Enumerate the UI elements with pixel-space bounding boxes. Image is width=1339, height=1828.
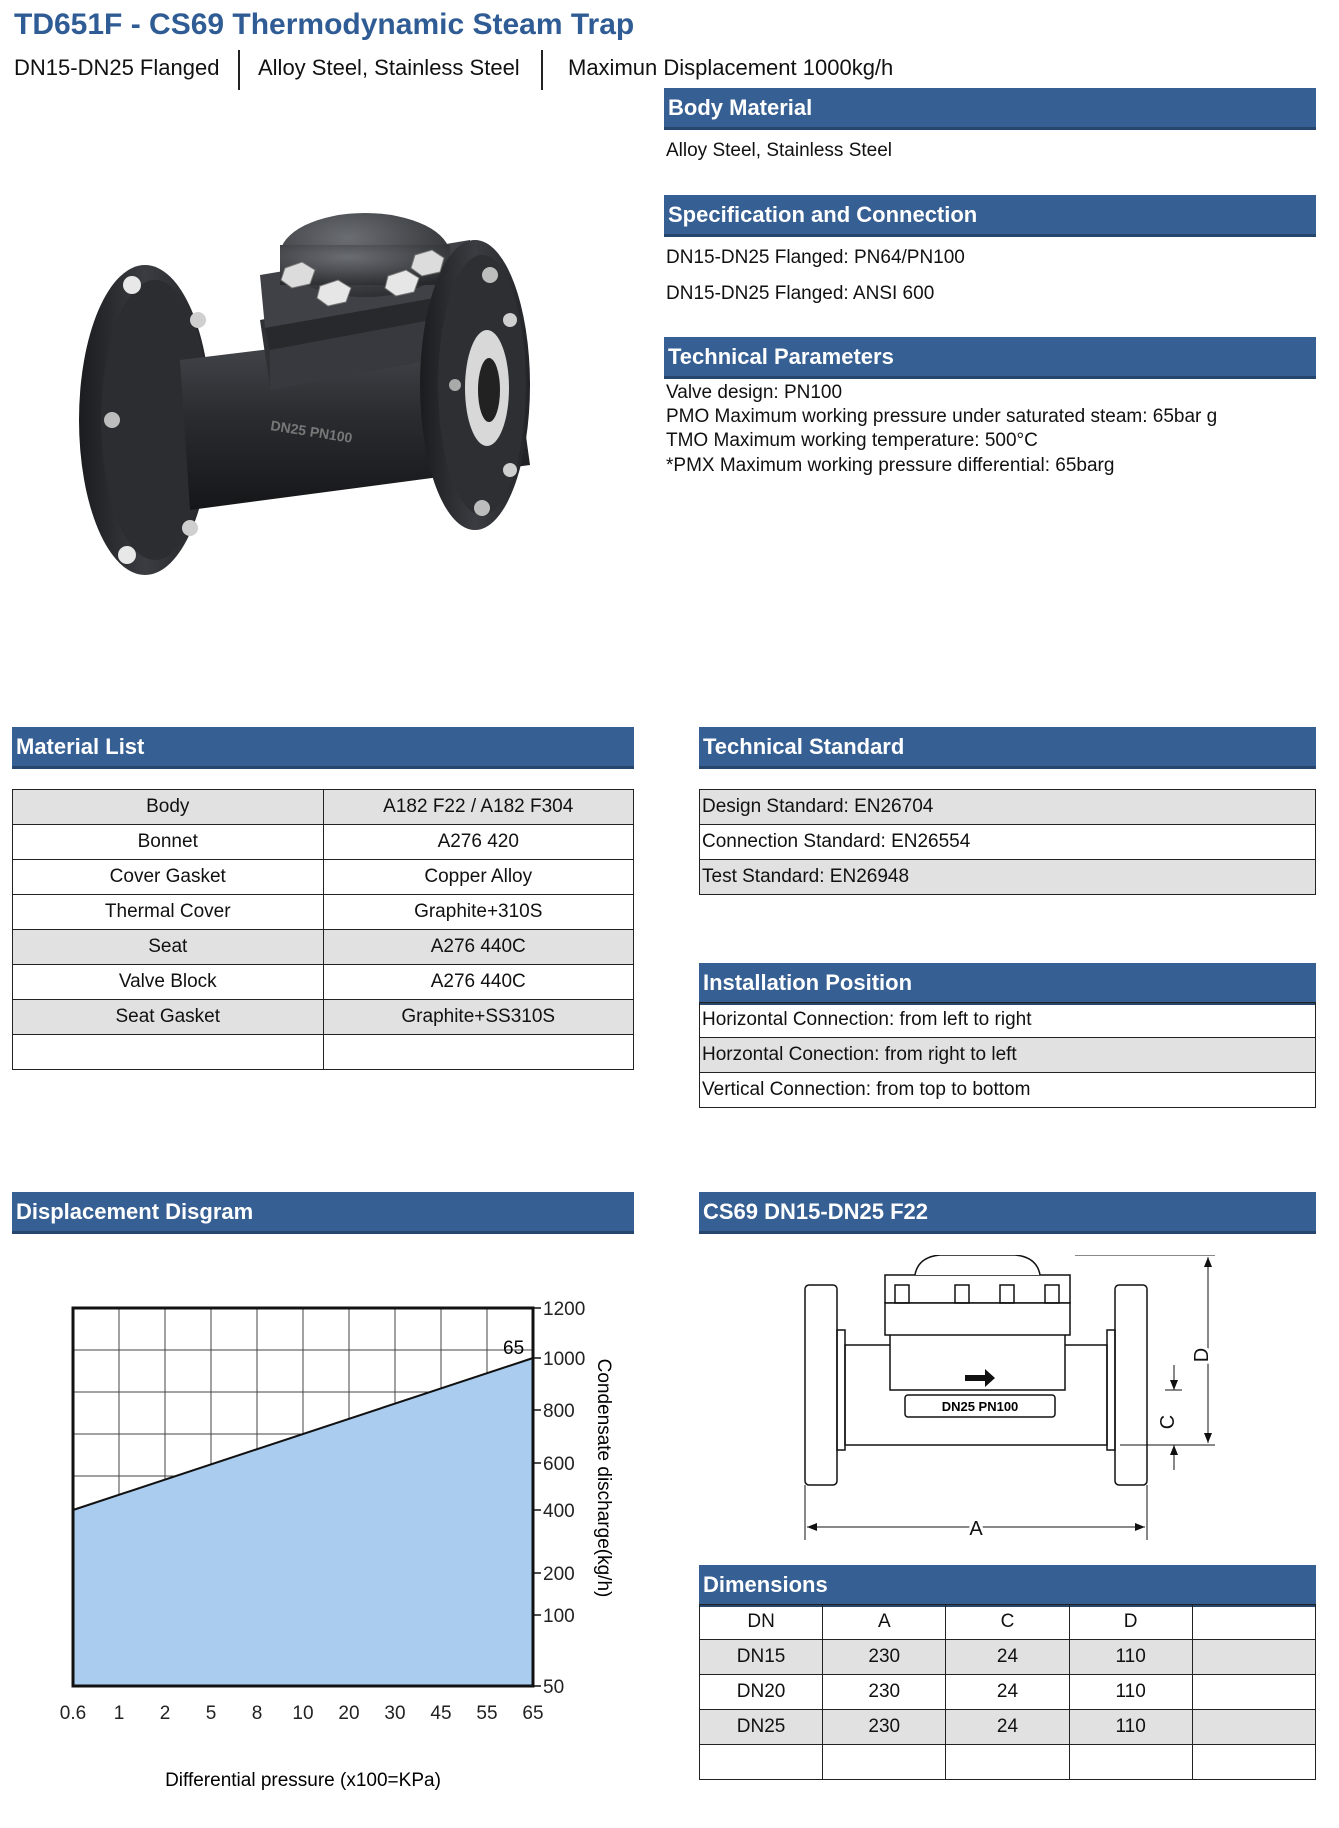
tech-param-line: PMO Maximum working pressure under satur… bbox=[666, 406, 1218, 427]
tech-param-line: TMO Maximum working temperature: 500°C bbox=[666, 430, 1038, 451]
chart-x-tick-label: 8 bbox=[252, 1703, 263, 1724]
chart-x-tick-label: 65 bbox=[522, 1703, 543, 1724]
table-header-row: DN A C D bbox=[698, 1604, 1317, 1640]
subtitle-displacement: Maximun Displacement 1000kg/h bbox=[568, 55, 894, 80]
dimensions-heading: Dimensions bbox=[699, 1565, 1316, 1607]
displacement-heading: Displacement Disgram bbox=[12, 1192, 634, 1234]
chart-x-tick-label: 5 bbox=[206, 1703, 217, 1724]
spec-heading: Specification and Connection bbox=[664, 195, 1316, 237]
table-row: Connection Standard: EN26554 bbox=[699, 824, 1316, 860]
table-row: Horzontal Conection: from right to left bbox=[699, 1037, 1316, 1073]
flow-arrow-icon bbox=[965, 1369, 995, 1387]
subtitle-divider bbox=[238, 50, 240, 90]
chart-y-tick-label: 1000 bbox=[543, 1349, 585, 1370]
dim-label-c: C bbox=[1157, 1415, 1179, 1429]
table-row: Vertical Connection: from top to bottom bbox=[699, 1072, 1316, 1108]
chart-y-tick-label: 800 bbox=[543, 1401, 575, 1422]
chart-x-tick-label: 55 bbox=[476, 1703, 497, 1724]
drawing-marking: DN25 PN100 bbox=[942, 1399, 1019, 1414]
table-row: Horizontal Connection: from left to righ… bbox=[699, 1002, 1316, 1038]
dimension-drawing: DN25 PN100 A D C bbox=[804, 1255, 1216, 1543]
tech-param-line: Valve design: PN100 bbox=[666, 382, 843, 403]
chart-y-tick-label: 400 bbox=[543, 1501, 575, 1522]
chart-y-tick-label: 1200 bbox=[543, 1299, 585, 1320]
table-row: Design Standard: EN26704 bbox=[699, 789, 1316, 825]
install-table: Horizontal Connection: from left to righ… bbox=[699, 1002, 1316, 1108]
chart-series-line bbox=[72, 1357, 534, 1511]
chart-y-tick-label: 200 bbox=[543, 1564, 575, 1585]
chart-area-fill bbox=[73, 1358, 533, 1686]
page-title: TD651F - CS69 Thermodynamic Steam Trap bbox=[14, 8, 635, 41]
steam-trap-product-image: DN25 PN100 bbox=[79, 213, 530, 575]
body-material-heading: Body Material bbox=[664, 88, 1316, 130]
chart-x-tick-label: 30 bbox=[384, 1703, 405, 1724]
material-list-heading: Material List bbox=[12, 727, 634, 769]
chart-y-tick-label: 100 bbox=[543, 1606, 575, 1627]
install-heading: Installation Position bbox=[699, 963, 1316, 1005]
subtitle-material: Alloy Steel, Stainless Steel bbox=[258, 55, 520, 80]
table-row: Test Standard: EN26948 bbox=[699, 859, 1316, 895]
tech-param-line: *PMX Maximum working pressure differenti… bbox=[666, 455, 1115, 476]
displacement-chart: 0.6 1 2 5 8 10 20 30 45 55 65 1200 1000 800 600 400 200… bbox=[60, 1299, 614, 1790]
drawing-heading: CS69 DN15-DN25 F22 bbox=[699, 1192, 1316, 1234]
chart-y-axis-label: Condensate discharge(kg/h) bbox=[593, 1359, 614, 1598]
chart-x-axis-label: Differential pressure (x100=KPa) bbox=[165, 1770, 441, 1790]
table-row bbox=[698, 1744, 1317, 1780]
dim-label-d: D bbox=[1191, 1348, 1213, 1362]
chart-x-tick-label: 1 bbox=[114, 1703, 125, 1724]
chart-x-tick-label: 2 bbox=[160, 1703, 171, 1724]
tech-params-heading: Technical Parameters bbox=[664, 337, 1316, 379]
chart-y-tick-label: 600 bbox=[543, 1454, 575, 1475]
chart-x-tick-label: 10 bbox=[292, 1703, 313, 1724]
chart-x-tick-label: 0.6 bbox=[60, 1703, 86, 1724]
tech-standard-heading: Technical Standard bbox=[699, 727, 1316, 769]
subtitle-divider bbox=[541, 50, 543, 90]
table-row bbox=[12, 1034, 634, 1070]
chart-y-tick-label: 50 bbox=[543, 1677, 564, 1698]
dim-label-a: A bbox=[969, 1518, 983, 1540]
chart-frame bbox=[71, 1306, 535, 1688]
tech-standard-table: Design Standard: EN26704 Connection Stan… bbox=[699, 789, 1316, 895]
spec-line: DN15-DN25 Flanged: PN64/PN100 bbox=[666, 247, 965, 268]
spec-line: DN15-DN25 Flanged: ANSI 600 bbox=[666, 283, 935, 304]
subtitle-size: DN15-DN25 Flanged bbox=[14, 55, 220, 80]
chart-x-tick-label: 20 bbox=[338, 1703, 359, 1724]
chart-x-tick-label: 45 bbox=[430, 1703, 451, 1724]
chart-annotation: 65 bbox=[503, 1338, 524, 1359]
body-material-text: Alloy Steel, Stainless Steel bbox=[666, 140, 893, 161]
